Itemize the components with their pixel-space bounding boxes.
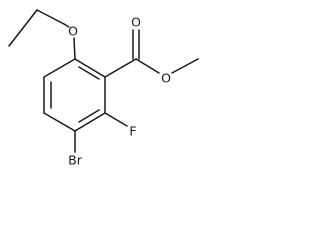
bond-ester-oxygen-methyl: [171, 58, 199, 74]
molecule-structure-diagram: O O O F Br: [8, 9, 199, 168]
ring-bond-c1-c2: [74, 58, 106, 78]
bond-carbonyl-ester-oxygen: [135, 58, 160, 74]
bond-ch2-ether-oxygen: [63, 23, 70, 28]
bond-ring-fluorine: [104, 112, 128, 127]
bond-ethyl-ch3-ch2: [8, 9, 38, 47]
ether-oxygen-label: O: [68, 24, 78, 39]
ring-bond-c3-c4: [74, 112, 106, 132]
bond-ethyl-ch2-c: [36, 9, 65, 25]
ring-bond-c6-c1: [43, 58, 76, 78]
ring-bond-c4-c5: [43, 112, 76, 132]
bond-ether-oxygen-ring: [73, 37, 76, 60]
ring-inner-double-c3-c4: [78, 109, 100, 123]
fluorine-label: F: [129, 124, 136, 139]
ester-oxygen-label: O: [161, 71, 171, 86]
bond-ring-carbonyl-carbon: [104, 58, 137, 78]
ring-inner-double-c1-c2: [78, 66, 100, 80]
carbonyl-oxygen-label: O: [131, 15, 141, 30]
bromine-label: Br: [68, 153, 83, 168]
